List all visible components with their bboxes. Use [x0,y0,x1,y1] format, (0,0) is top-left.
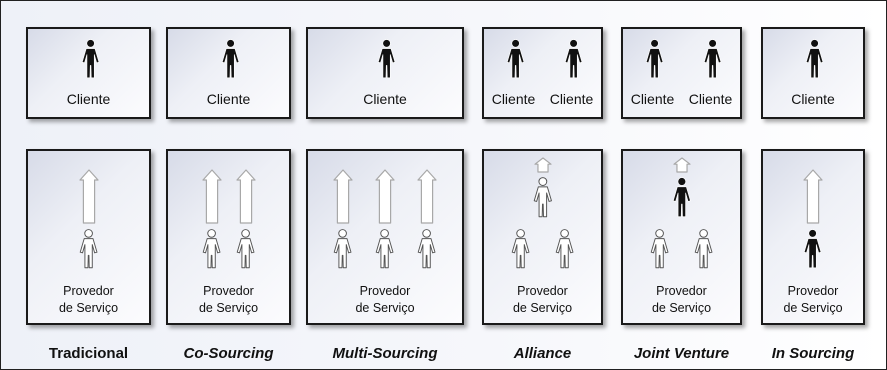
provider-label: Provedor de Serviço [482,283,603,317]
up-arrow-icon [417,169,437,224]
model-name: Joint Venture [633,345,730,362]
provider-person-icon [236,229,255,269]
client-label: Cliente [363,91,407,107]
provider-label-line-1: Provedor [787,284,839,298]
provider-person-icon [376,229,394,269]
lead-provider-person-icon [533,177,552,218]
provider-box: Provedor de Serviço [26,149,151,325]
provider-label-line-2: de Serviço [355,301,415,315]
up-arrow-icon [78,169,99,224]
provider-person-icon [555,229,574,269]
provider-label: Provedor de Serviço [26,283,151,317]
provider-label-line-1: Provedor [359,284,411,298]
provider-label-line-2: de Serviço [198,301,259,315]
client-label: Cliente [491,91,536,107]
client-person-icon [221,39,240,79]
provider-person-icon [511,229,530,269]
up-arrow-icon [672,157,691,173]
model-name: In Sourcing [771,345,855,362]
client-label: Cliente [549,91,594,107]
client-person-icon [81,39,100,79]
up-arrow-icon [201,169,222,224]
up-arrow-icon [533,157,552,173]
provider-label-line-1: Provedor [517,284,568,298]
provider-person-icon [694,229,713,269]
up-arrow-icon [375,169,395,224]
client-label: Cliente [206,91,251,107]
model-name: Alliance [513,345,572,362]
provider-label-line-1: Provedor [63,284,114,298]
client-box: Cliente [306,27,464,119]
provider-label-line-1: Provedor [203,284,254,298]
provider-box: Provedor de Serviço [621,149,742,325]
client-label: Cliente [630,91,675,107]
provider-label-line-2: de Serviço [58,301,119,315]
provider-label: Provedor de Serviço [166,283,291,317]
lead-provider-person-icon [672,177,691,218]
client-label: Cliente [688,91,733,107]
client-label: Cliente [791,91,835,107]
model-name: Multi-Sourcing [332,345,438,362]
provider-label-line-2: de Serviço [512,301,573,315]
provider-label-line-2: de Serviço [651,301,712,315]
model-name: Co-Sourcing [183,345,274,362]
client-person-icon [703,39,722,79]
client-person-icon [645,39,664,79]
client-box: Cliente Cliente [482,27,603,119]
client-label: Cliente [66,91,111,107]
up-arrow-icon [333,169,353,224]
up-arrow-icon [803,169,823,224]
client-person-icon [378,39,396,79]
provider-box: Provedor de Serviço [761,149,865,325]
provider-box: Provedor de Serviço [306,149,464,325]
client-box: Cliente Cliente [621,27,742,119]
provider-label-line-2: de Serviço [783,301,843,315]
provider-label-line-1: Provedor [656,284,707,298]
provider-person-icon [804,229,822,269]
client-person-icon [506,39,525,79]
client-box: Cliente [26,27,151,119]
client-person-icon [806,39,824,79]
model-name: Tradicional [48,345,129,362]
provider-box: Provedor de Serviço [166,149,291,325]
provider-person-icon [202,229,221,269]
client-box: Cliente [166,27,291,119]
provider-label: Provedor de Serviço [621,283,742,317]
provider-person-icon [79,229,98,269]
up-arrow-icon [235,169,256,224]
provider-box: Provedor de Serviço [482,149,603,325]
provider-person-icon [418,229,436,269]
provider-person-icon [334,229,352,269]
provider-person-icon [650,229,669,269]
provider-label: Provedor de Serviço [306,283,464,317]
client-person-icon [564,39,583,79]
provider-label: Provedor de Serviço [761,283,865,317]
client-box: Cliente [761,27,865,119]
